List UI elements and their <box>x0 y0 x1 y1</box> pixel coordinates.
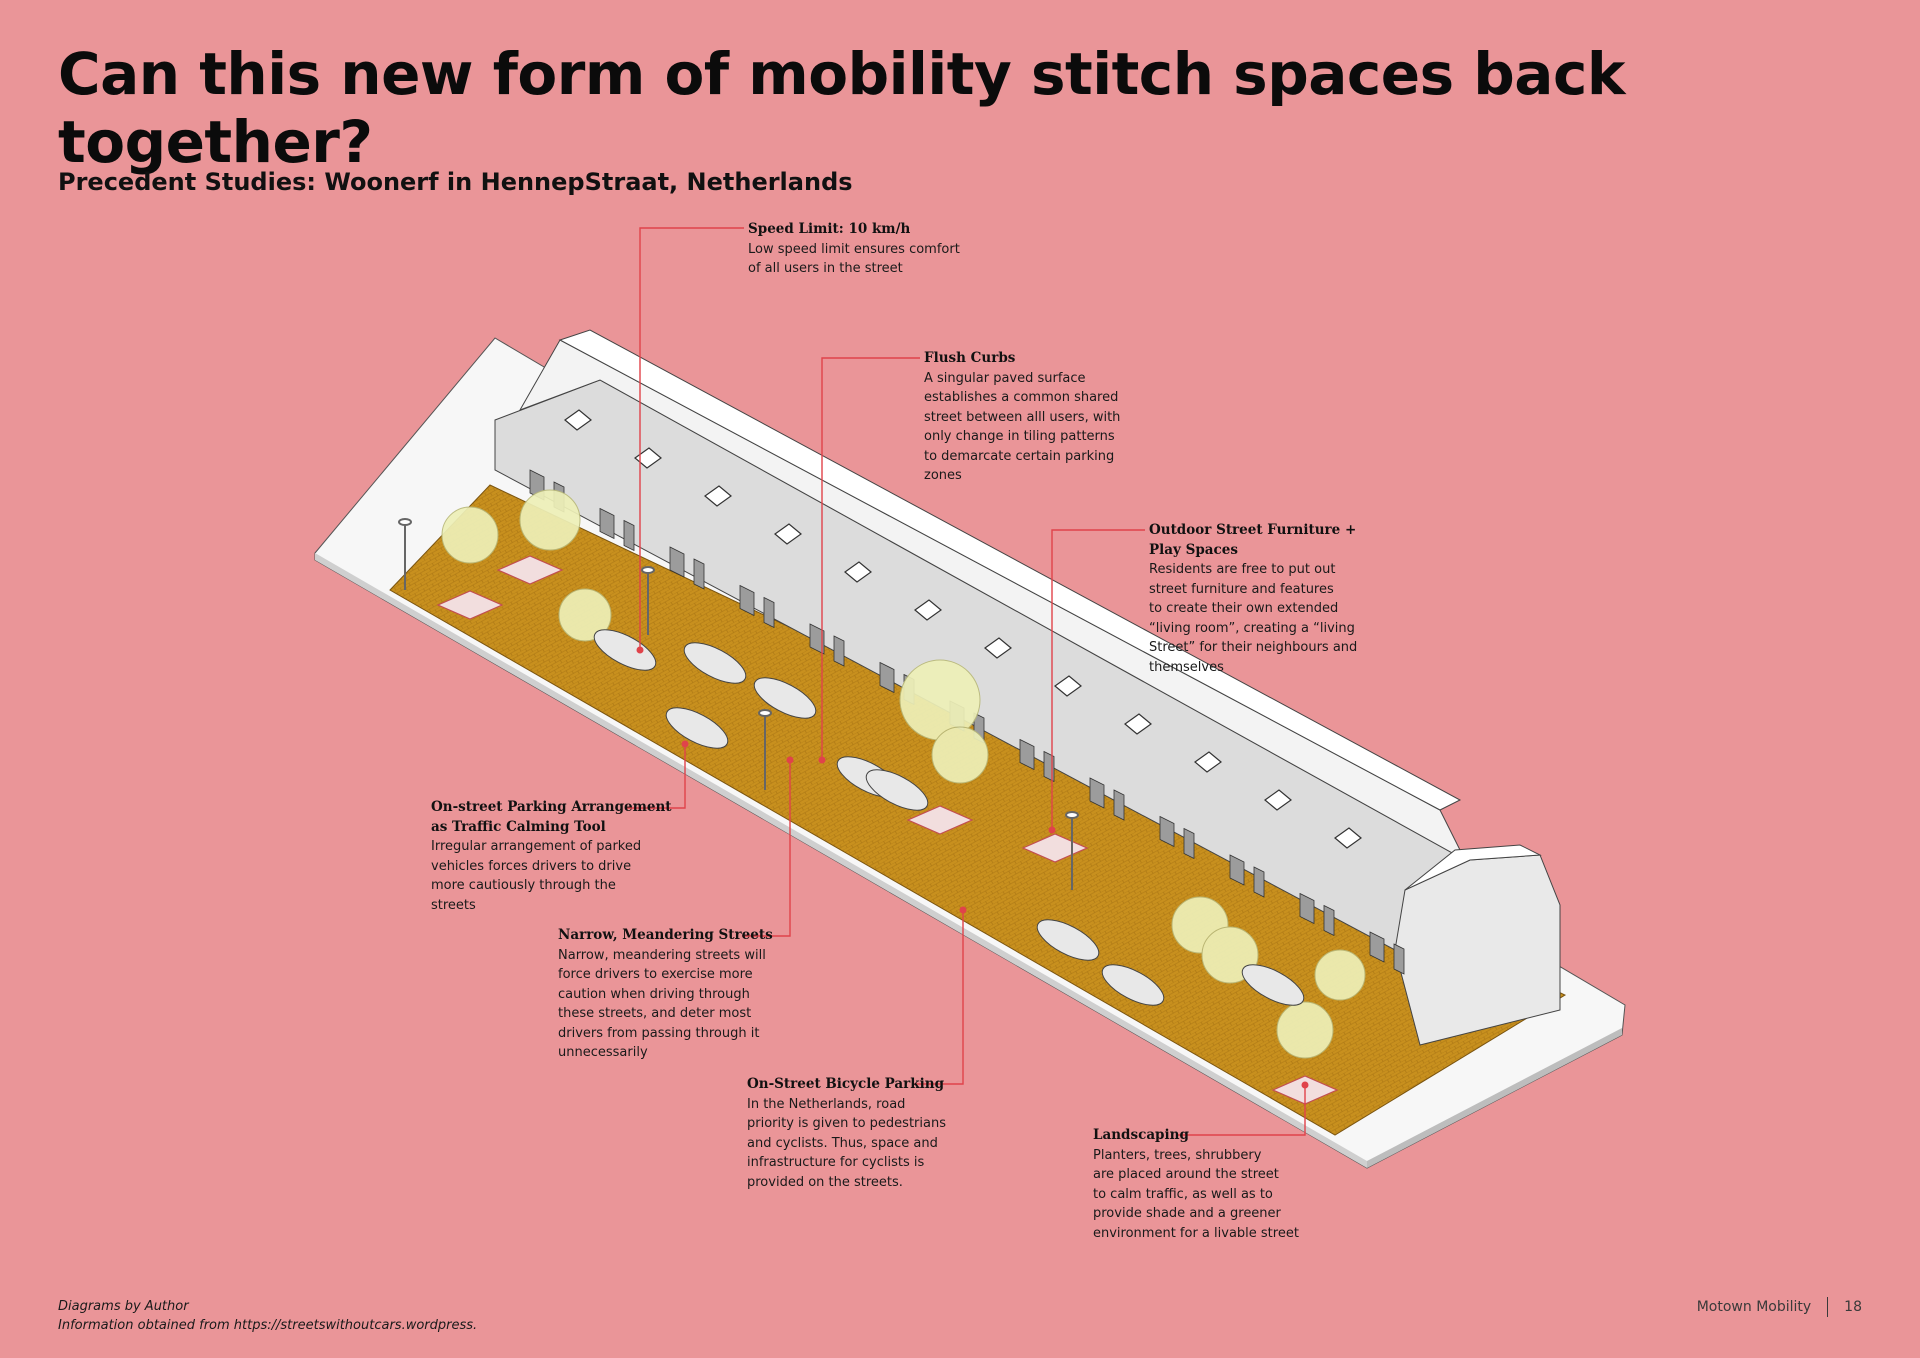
end-block-roof <box>1404 844 1542 891</box>
row-houses-roof-back <box>558 329 1462 811</box>
parked-car <box>1036 919 1100 961</box>
lamp-posts <box>398 518 1079 890</box>
facade-door <box>833 635 845 667</box>
annotation-flush-curbs: Flush Curbs A singular paved surface est… <box>924 349 1120 486</box>
leader-dots <box>636 646 1309 1089</box>
annotation-landscaping: Landscaping Planters, trees, shrubbery a… <box>1093 1126 1299 1243</box>
annotation-heading: Speed Limit: 10 km/h <box>748 221 911 237</box>
facade-window <box>599 507 615 540</box>
annotation-narrow-streets: Narrow, Meandering Streets Narrow, meand… <box>558 926 773 1063</box>
footer-page-info: Motown Mobility 18 <box>1697 1297 1862 1317</box>
footer-divider <box>1827 1297 1829 1317</box>
facade-window <box>1019 738 1035 771</box>
planter <box>436 590 504 620</box>
annotation-body: In the Netherlands, road priority is giv… <box>747 1096 946 1190</box>
annotation-body: Planters, trees, shrubbery are placed ar… <box>1093 1147 1299 1241</box>
parked-car <box>753 677 817 719</box>
planter <box>906 805 974 835</box>
roof-skylight <box>1264 789 1292 811</box>
annotation-heading: Landscaping <box>1093 1127 1189 1143</box>
facade-window <box>1229 854 1245 886</box>
roof-skylight <box>704 485 732 507</box>
tree <box>1276 1001 1334 1059</box>
page-subtitle: Precedent Studies: Woonerf in HennepStra… <box>58 168 853 196</box>
facade-door <box>763 596 775 629</box>
leader-lines <box>625 227 1306 1136</box>
footer-credits: Diagrams by Author Information obtained … <box>58 1297 477 1335</box>
trees <box>441 489 1366 1059</box>
planter <box>496 555 564 585</box>
facade-window <box>739 584 755 617</box>
roof-skylights <box>564 409 1362 849</box>
facade-door <box>623 519 635 552</box>
annotation-heading: Outdoor Street Furniture + Play Spaces <box>1149 522 1357 558</box>
parked-car <box>593 629 657 671</box>
footer-source: Information obtained from https://street… <box>58 1318 478 1333</box>
annotation-body: Narrow, meandering streets will force dr… <box>558 947 766 1061</box>
parked-car <box>665 707 729 749</box>
row-houses-roof <box>518 339 1467 862</box>
parked-car <box>865 769 929 811</box>
footer-project: Motown Mobility <box>1696 1299 1812 1315</box>
facade-door <box>1393 943 1405 975</box>
roof-skylight <box>634 447 662 469</box>
parked-car <box>1241 964 1305 1006</box>
parked-car <box>683 642 747 684</box>
facade-window <box>1369 931 1385 963</box>
annotation-heading: Narrow, Meandering Streets <box>558 927 773 943</box>
facade-window <box>1089 777 1105 809</box>
sidewalk-slab-edge <box>315 553 1367 1168</box>
tree <box>1314 949 1366 1001</box>
annotation-body: Low speed limit ensures comfort of all u… <box>748 241 960 277</box>
facade-door <box>693 558 705 590</box>
annotation-street-furniture: Outdoor Street Furniture + Play Spaces R… <box>1149 521 1357 677</box>
annotation-heading: On-Street Bicycle Parking <box>747 1076 945 1092</box>
tree <box>558 588 612 642</box>
page-title: Can this new form of mobility stitch spa… <box>58 40 1625 176</box>
facade-window <box>809 623 825 655</box>
facade-window <box>879 661 895 694</box>
facade-window <box>1299 892 1315 925</box>
annotation-parking: On-street Parking Arrangement as Traffic… <box>431 798 672 915</box>
roof-skylight <box>774 523 802 545</box>
annotation-body: A singular paved surface establishes a c… <box>924 370 1121 484</box>
annotation-bicycle-parking: On-Street Bicycle Parking In the Netherl… <box>747 1075 946 1192</box>
annotation-heading: Flush Curbs <box>924 350 1016 366</box>
tree <box>931 726 989 784</box>
roof-skylight <box>844 561 872 583</box>
annotation-speed-limit: Speed Limit: 10 km/h Low speed limit ens… <box>748 220 960 279</box>
roof-skylight <box>914 599 942 621</box>
tree <box>519 489 581 551</box>
facade-door <box>1113 789 1125 821</box>
roof-skylight <box>984 637 1012 659</box>
facade-windows <box>529 469 1405 975</box>
facade-door <box>1183 827 1195 860</box>
facade-door <box>1323 904 1335 937</box>
annotation-body: Residents are free to put out street fur… <box>1149 562 1358 675</box>
sidewalk-slab-edge-right <box>1367 1028 1622 1168</box>
annotation-heading: On-street Parking Arrangement as Traffic… <box>431 799 672 835</box>
roof-skylight <box>1054 675 1082 697</box>
roof-skylight <box>564 409 592 431</box>
page-number: 18 <box>1844 1299 1862 1315</box>
footer-credit: Diagrams by Author <box>58 1299 189 1314</box>
annotation-body: Irregular arrangement of parked vehicles… <box>431 839 642 913</box>
tree <box>441 506 499 564</box>
facade-window <box>1159 815 1175 848</box>
roof-skylight <box>1124 713 1152 735</box>
roof-skylight <box>1334 827 1362 849</box>
roof-skylight <box>1194 751 1222 773</box>
parked-cars <box>593 629 1305 1006</box>
facade-window <box>669 546 685 578</box>
facade-door <box>1253 866 1265 898</box>
parked-car <box>1101 964 1165 1006</box>
